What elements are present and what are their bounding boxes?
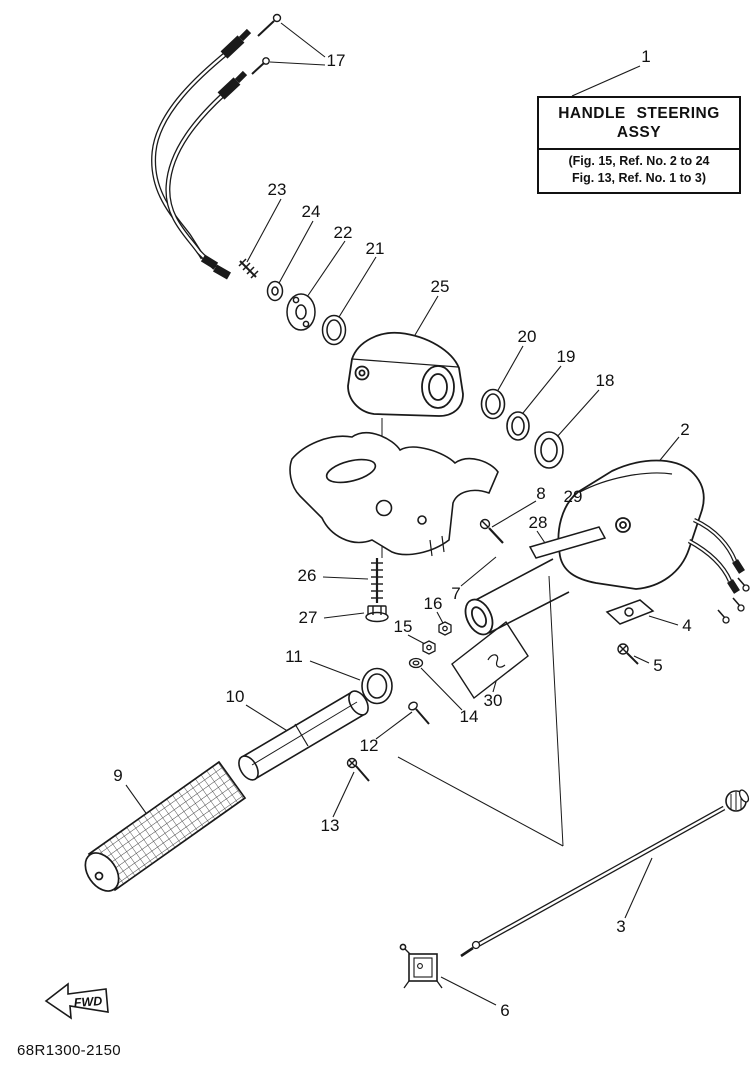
callout-box: HANDLE STEERING ASSY (Fig. 15, Ref. No. … <box>537 96 741 194</box>
part-label-9: 9 <box>113 766 123 785</box>
part-2-steering-arm <box>464 459 750 636</box>
part-label-12: 12 <box>359 736 379 755</box>
part-10-throttle-pipe <box>238 690 369 781</box>
part-label-8: 8 <box>536 484 546 503</box>
callout-title: HANDLE STEERING ASSY <box>539 98 739 148</box>
part-3-steering-rod <box>460 789 750 958</box>
part-label-7: 7 <box>451 584 461 603</box>
cable-end-fittings <box>238 258 347 346</box>
part-label-24: 24 <box>301 202 321 221</box>
callout-title-line2: ASSY <box>616 124 662 142</box>
callout-refs: (Fig. 15, Ref. No. 2 to 24 Fig. 13, Ref.… <box>539 147 739 192</box>
part-label-29: 29 <box>563 487 583 506</box>
part-30-plate <box>451 620 529 700</box>
part-label-11: 11 <box>285 647 303 666</box>
part-label-28: 28 <box>528 513 548 532</box>
part-25-bracket-housing <box>347 331 464 417</box>
part-13-screw <box>346 757 370 782</box>
throttle-cables <box>151 13 282 280</box>
part-label-17: 17 <box>326 51 346 70</box>
drawing-number: 68R1300-2150 <box>17 1042 122 1059</box>
part-label-20: 20 <box>517 327 537 346</box>
part-label-5: 5 <box>653 656 663 675</box>
part-27-nut <box>365 605 389 623</box>
callout-ref-line1: (Fig. 15, Ref. No. 2 to 24 <box>568 153 710 168</box>
part-label-19: 19 <box>556 347 576 366</box>
fwd-arrow-shape <box>44 982 109 1020</box>
part-label-14: 14 <box>459 707 479 726</box>
part-26-stud <box>371 558 383 603</box>
part-label-15: 15 <box>393 617 413 636</box>
part-label-2: 2 <box>680 420 690 439</box>
part-label-30: 30 <box>483 691 503 710</box>
part-label-3: 3 <box>616 917 626 936</box>
part-label-6: 6 <box>500 1001 510 1020</box>
part-label-10: 10 <box>225 687 245 706</box>
callout-title-line1: HANDLE STEERING <box>558 105 720 122</box>
part-23-spring <box>238 258 259 279</box>
part-9-grip <box>84 760 247 892</box>
part-label-26: 26 <box>297 566 317 585</box>
part-label-22: 22 <box>333 223 353 242</box>
part-label-16: 16 <box>423 594 443 613</box>
callout-ref-line2: Fig. 13, Ref. No. 1 to 3) <box>571 170 707 185</box>
part-6-rod-joint <box>399 943 443 989</box>
part-4-bracket <box>605 599 655 625</box>
part-label-1: 1 <box>641 47 651 66</box>
part-label-13: 13 <box>320 816 340 835</box>
part-label-25: 25 <box>430 277 450 296</box>
part-8-bolt <box>479 518 504 544</box>
part-11-collar <box>361 667 393 705</box>
part-29-friction-plate <box>528 526 607 559</box>
part-17-adjust-screws <box>251 13 282 75</box>
part-label-4: 4 <box>682 616 692 635</box>
part-label-27: 27 <box>298 608 318 627</box>
washers-18-19-20 <box>480 388 564 469</box>
fwd-arrow: FWD <box>44 982 109 1020</box>
small-nuts-washers <box>408 621 452 669</box>
fwd-label: FWD <box>73 994 102 1010</box>
part-12-screw <box>408 701 430 725</box>
mount-bracket <box>289 432 499 557</box>
part-5-bolt <box>617 643 639 665</box>
part-label-18: 18 <box>595 371 615 390</box>
part-label-23: 23 <box>267 180 287 199</box>
part-label-21: 21 <box>365 239 385 258</box>
